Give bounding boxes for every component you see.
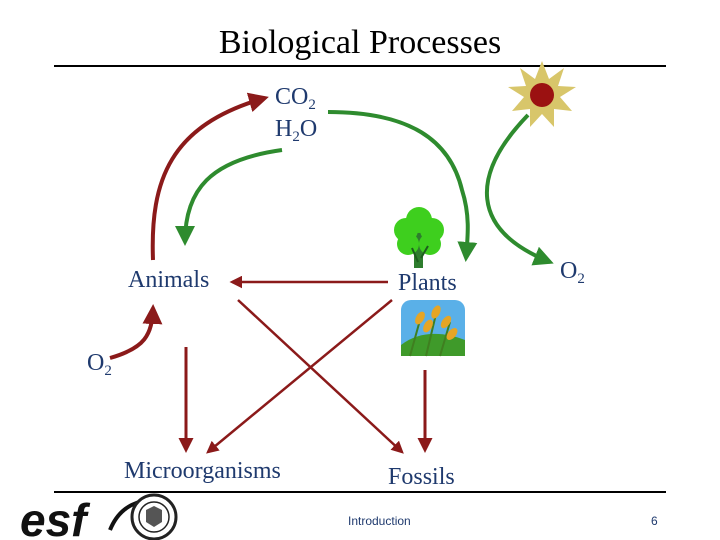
wheat-field-icon	[401, 300, 465, 357]
plants-to-microorganisms-arrow	[206, 299, 393, 454]
slide-title: Biological Processes	[218, 24, 502, 61]
co2-to-plants-arrow	[327, 110, 478, 262]
animals-label: Animals	[128, 267, 210, 293]
fossils-label: Fossils	[388, 464, 455, 490]
tree-icon	[394, 207, 444, 268]
footer-section-label: Introduction	[348, 514, 411, 528]
esf-logo: esf	[20, 494, 166, 540]
page-number: 6	[651, 514, 658, 528]
sun-icon	[508, 61, 576, 127]
animals-to-fossils-arrow	[237, 299, 404, 454]
bottom-rule	[54, 491, 666, 493]
o2-right-label: O2	[560, 258, 585, 287]
o2-to-animals-arrow	[109, 304, 163, 360]
plants-label: Plants	[398, 270, 457, 296]
animals-to-co2-arrow	[150, 92, 269, 261]
sun-to-o2-arrow	[484, 113, 554, 266]
university-seal-icon	[130, 493, 178, 540]
co2-label: CO2	[275, 84, 316, 113]
top-rule	[54, 65, 666, 67]
svg-text:esf: esf	[20, 494, 91, 540]
o2-left-label: O2	[87, 350, 112, 379]
h2o-to-animals-arrow	[175, 148, 283, 246]
microorganisms-label: Microorganisms	[124, 458, 281, 484]
h2o-label: H2O	[275, 116, 318, 145]
